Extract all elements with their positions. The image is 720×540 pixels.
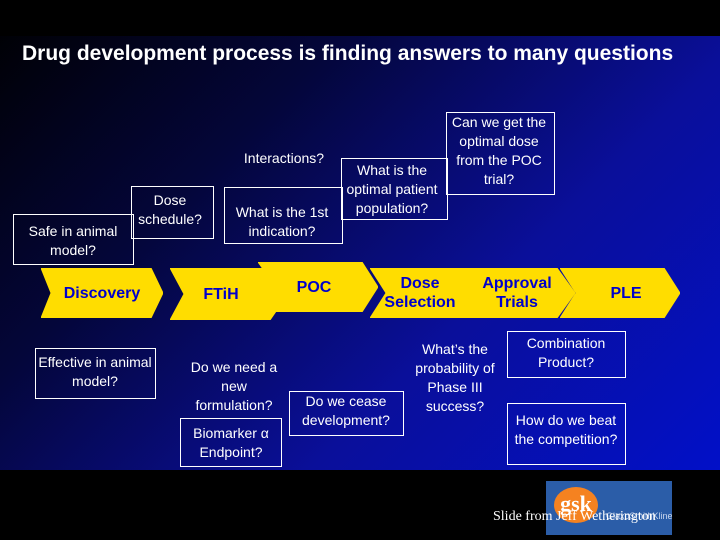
box-beat-competition (507, 403, 626, 465)
gsk-logo-wordmark: GlaxoSmithKline (606, 511, 672, 521)
stage-discovery: Discovery (41, 268, 163, 318)
stage-approval-trials: Approval Trials (457, 268, 575, 318)
question-effective-animal: Effective in animal model? (38, 354, 152, 389)
question-optimal-dose-poc: Can we get the optimal dose from the POC… (451, 114, 547, 187)
stage-arrow-shape (370, 268, 484, 318)
box-cease-development (289, 391, 404, 436)
box-optimal-dose-poc (446, 112, 555, 195)
box-first-indication (224, 187, 343, 244)
slide-credit: Slide from Jeff Wetherington (493, 509, 656, 524)
box-combination (507, 331, 626, 378)
question-phase3-success: What’s the probability of Phase III succ… (415, 341, 495, 414)
stage-arrow-shape (41, 268, 163, 318)
stage-ftih: FTiH (170, 268, 288, 320)
question-beat-competition: How do we beat the competition? (514, 412, 618, 447)
stage-arrow-shape (560, 268, 680, 318)
stage-arrow-shape (457, 268, 575, 318)
question-combination: Combination Product? (526, 335, 606, 370)
question-biomarker: Biomarker α Endpoint? (193, 425, 269, 460)
question-interactions: Interactions? (243, 150, 325, 166)
stage-dose-selection: Dose Selection (370, 268, 484, 318)
box-safe-animal (13, 214, 134, 265)
question-first-indication: What is the 1st indication? (235, 204, 329, 239)
question-safe-animal: Safe in animal model? (28, 223, 118, 258)
question-optimal-patient: What is the optimal patient population? (346, 162, 438, 216)
question-dose-schedule: Dose schedule? (138, 192, 202, 227)
top-strip (0, 0, 720, 36)
stage-ple: PLE (560, 268, 680, 318)
slide-title: Drug development process is finding answ… (22, 42, 674, 65)
box-optimal-patient (341, 158, 448, 220)
stage-arrow-shape (170, 268, 288, 320)
box-biomarker (180, 418, 282, 467)
stage-arrow-shape (258, 262, 378, 312)
box-effective-animal (35, 348, 156, 399)
question-cease-development: Do we cease development? (302, 393, 390, 428)
stage-poc: POC (258, 262, 378, 312)
gsk-logo: gsk GlaxoSmithKline (546, 481, 672, 535)
box-dose-schedule (131, 186, 214, 239)
question-new-formulation: Do we need a new formulation? (190, 359, 278, 413)
gsk-logo-mark: gsk (554, 487, 598, 523)
